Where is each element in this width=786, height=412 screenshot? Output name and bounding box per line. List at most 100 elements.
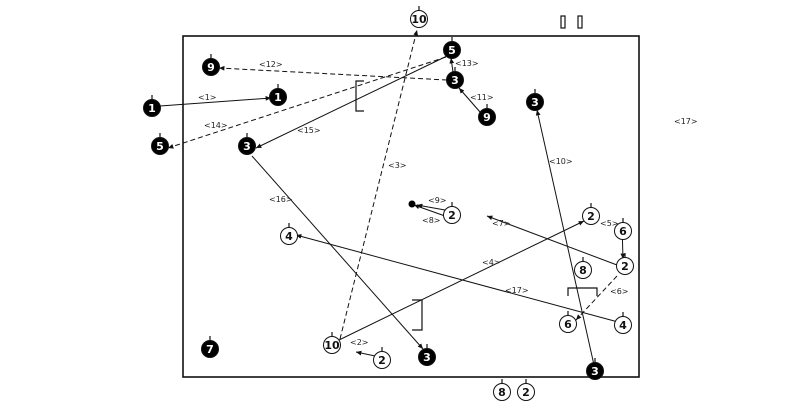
movement-label-3: <3> — [388, 161, 407, 170]
player-p10-top: 10 — [410, 6, 428, 28]
player-number: 4 — [619, 319, 627, 332]
player-p7-black: 7 — [201, 336, 219, 358]
movement-arrow-3 — [339, 29, 419, 340]
player-number: 3 — [243, 140, 251, 153]
player-token — [238, 137, 256, 155]
player-number: 3 — [423, 351, 431, 364]
marker-left — [560, 15, 566, 29]
player-token — [614, 222, 632, 240]
movement-label-16: <16> — [269, 195, 293, 204]
player-token — [582, 207, 600, 225]
player-number: 5 — [156, 140, 164, 153]
player-p2-white-outside: 2 — [517, 379, 535, 401]
player-p6-white-bottom: 6 — [559, 311, 577, 333]
movement-arrow-7 — [486, 215, 618, 266]
player-p10-white-bottom: 10 — [323, 332, 341, 354]
player-p1-black-left: 1 — [143, 95, 161, 117]
movement-label-10: <10> — [549, 157, 573, 166]
player-p3-black-right: 3 — [526, 89, 544, 111]
movement-arrow-6 — [575, 275, 618, 321]
player-token — [616, 257, 634, 275]
player-number: 10 — [411, 13, 427, 26]
player-number: 10 — [324, 339, 340, 352]
bracket-right — [567, 287, 598, 296]
movement-label-1: <1> — [198, 93, 217, 102]
player-p5-black-top: 5 — [443, 37, 461, 59]
player-number: 2 — [448, 209, 456, 222]
player-p5-black-left: 5 — [151, 133, 169, 155]
marker-right — [577, 15, 583, 29]
player-p3-black-bottom: 3 — [418, 344, 436, 366]
player-p2-white-bottom: 2 — [373, 347, 391, 369]
player-p4-white-bottom: 4 — [614, 312, 632, 334]
movement-arrow-11 — [458, 87, 481, 113]
movement-label-6: <6> — [610, 287, 629, 296]
player-number: 9 — [207, 61, 215, 74]
movement-arrow-1 — [159, 95, 272, 107]
movement-arrow-12 — [218, 65, 448, 81]
movement-label-4: <4> — [482, 258, 501, 267]
player-p2-white-right-top: 2 — [582, 203, 600, 225]
player-number: 7 — [206, 343, 214, 356]
ball — [408, 200, 416, 208]
player-number: 8 — [498, 386, 506, 399]
player-token — [323, 336, 341, 354]
player-token — [269, 88, 287, 106]
player-token — [574, 261, 592, 279]
movement-label-11: <11> — [470, 93, 494, 102]
player-token — [614, 316, 632, 334]
movement-label-14: <14> — [204, 121, 228, 130]
movement-arrow-15 — [255, 55, 448, 149]
player-number: 2 — [378, 354, 386, 367]
movement-arrow-14 — [167, 56, 447, 149]
movement-label-2: <2> — [350, 338, 369, 347]
player-p3-black-top: 3 — [446, 67, 464, 89]
player-token — [202, 58, 220, 76]
player-number: 2 — [621, 260, 629, 273]
player-token — [143, 99, 161, 117]
player-token — [410, 10, 428, 28]
player-number: 6 — [564, 318, 572, 331]
player-token — [418, 348, 436, 366]
player-number: 1 — [148, 102, 156, 115]
player-token — [151, 137, 169, 155]
side-label: <17> — [674, 117, 698, 126]
player-p2-white-right: 2 — [616, 253, 634, 275]
player-token — [280, 227, 298, 245]
movement-label-5: <5> — [600, 219, 619, 228]
movement-label-8: <8> — [422, 216, 441, 225]
player-token — [443, 206, 461, 224]
player-token — [443, 41, 461, 59]
bracket-top — [355, 80, 364, 112]
movement-arrow-16 — [251, 155, 424, 350]
movement-arrow-13 — [449, 57, 455, 73]
player-number: 4 — [285, 230, 293, 243]
player-number: 5 — [448, 44, 456, 57]
player-token — [586, 362, 604, 380]
player-number: 3 — [531, 96, 539, 109]
movement-arrow-4 — [295, 234, 619, 323]
player-token — [517, 383, 535, 401]
player-p2-white-ball: 2 — [443, 202, 461, 224]
player-token — [373, 351, 391, 369]
player-number: 3 — [591, 365, 599, 378]
player-number: 2 — [522, 386, 530, 399]
player-number: 9 — [483, 111, 491, 124]
player-number: 1 — [274, 91, 282, 104]
player-token — [478, 108, 496, 126]
movement-label-9: <9> — [428, 196, 447, 205]
player-p3-black-corner: 3 — [586, 358, 604, 380]
player-p9-black-right: 9 — [478, 104, 496, 126]
player-token — [446, 71, 464, 89]
movement-arrow-8 — [413, 204, 446, 217]
player-p8-white-mid: 8 — [574, 257, 592, 279]
movement-arrow-9 — [416, 203, 446, 211]
player-token — [493, 383, 511, 401]
movement-label-17: <17> — [505, 286, 529, 295]
field-boundary — [182, 35, 640, 378]
movement-label-13: <13> — [455, 59, 479, 68]
movement-label-12: <12> — [259, 60, 283, 69]
player-p4-white-left: 4 — [280, 223, 298, 245]
movement-arrow-10 — [535, 109, 595, 366]
